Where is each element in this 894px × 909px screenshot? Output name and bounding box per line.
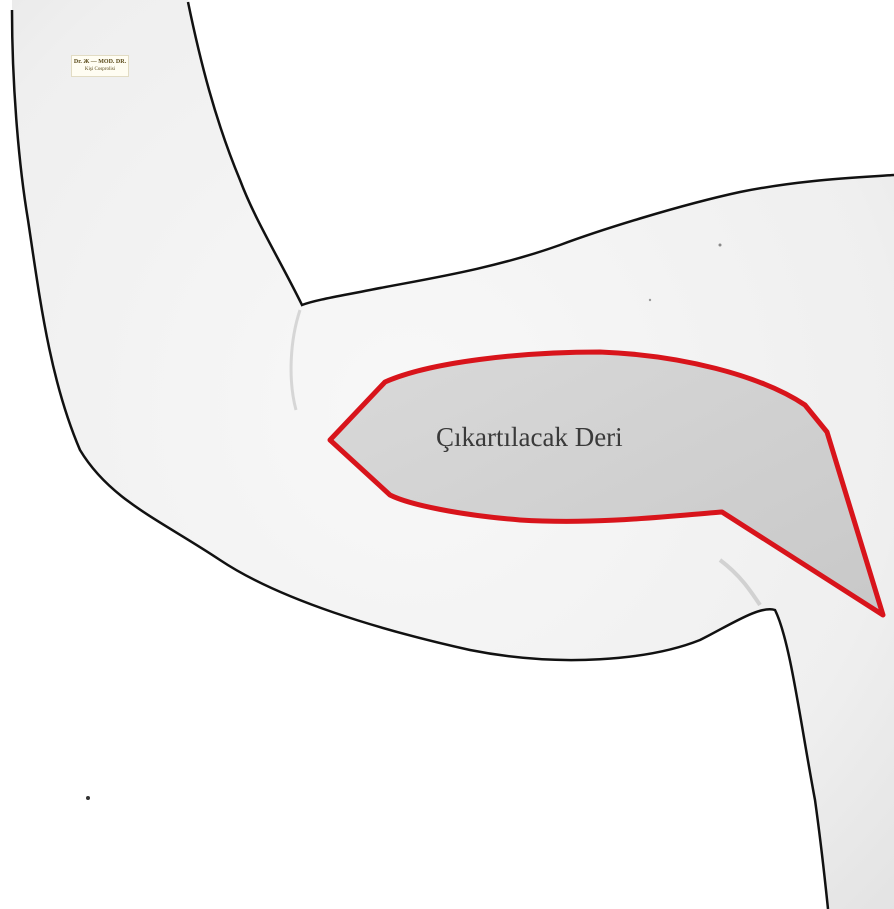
watermark-line-2: Kişi Cosprolisi	[72, 66, 128, 74]
excision-label: Çıkartılacak Deri	[436, 422, 623, 453]
watermark-stamp: Dr. Ж — MOD. DR. Kişi Cosprolisi	[71, 55, 129, 77]
skin-speck	[719, 244, 722, 247]
skin-speck	[649, 299, 651, 301]
watermark-line-1: Dr. Ж — MOD. DR.	[72, 58, 128, 66]
skin-speck	[86, 796, 90, 800]
